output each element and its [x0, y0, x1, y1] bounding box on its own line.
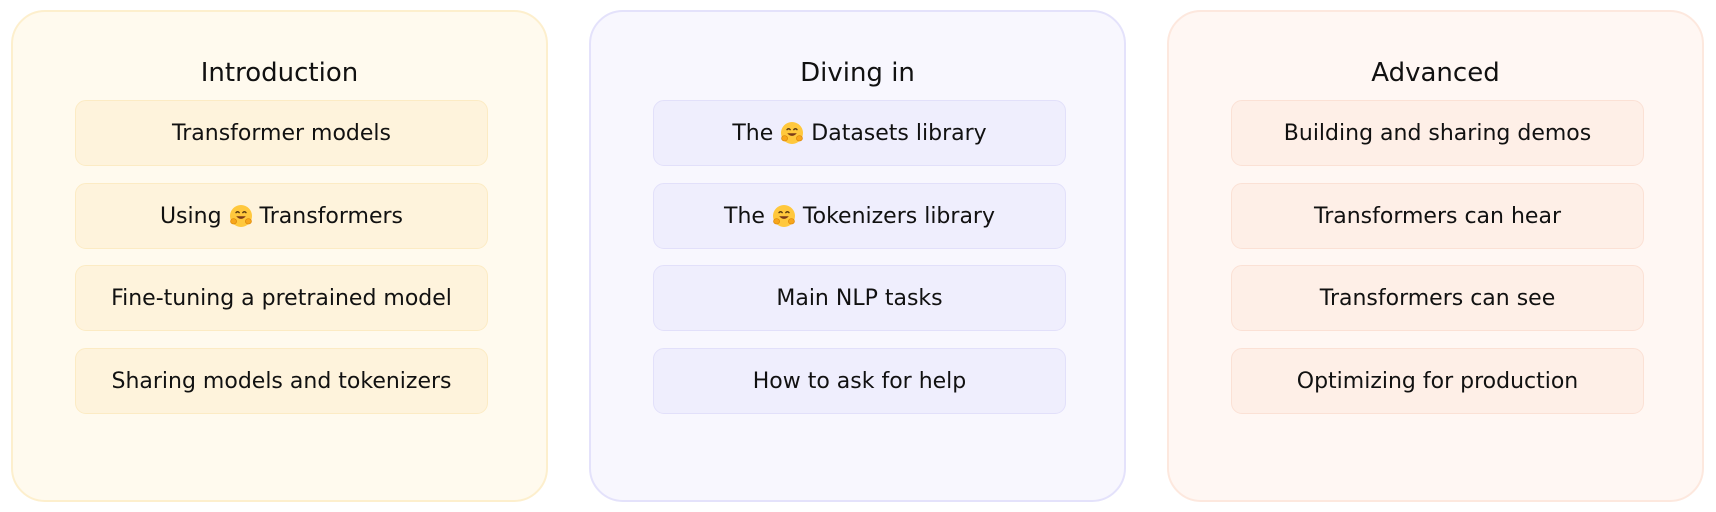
- chapter-transformers-hear[interactable]: Transformers can hear: [1231, 183, 1644, 249]
- chapter-datasets-library[interactable]: The Datasets library: [653, 100, 1066, 166]
- chapter-using-transformers[interactable]: Using Transformers: [75, 183, 488, 249]
- chapter-main-nlp-tasks[interactable]: Main NLP tasks: [653, 265, 1066, 331]
- chapter-label: Transformers can hear: [1314, 203, 1561, 229]
- chapter-label: How to ask for help: [752, 368, 967, 394]
- chapter-building-demos[interactable]: Building and sharing demos: [1231, 100, 1644, 166]
- chapter-sharing-models[interactable]: Sharing models and tokenizers: [75, 348, 488, 414]
- chapter-label-prefix: The: [732, 120, 774, 146]
- diving-in-title: Diving in: [800, 58, 915, 88]
- chapter-label-suffix: Datasets library: [811, 120, 987, 146]
- chapter-label-prefix: Using: [159, 203, 222, 229]
- hugging-face-emoji-icon: [780, 121, 804, 145]
- introduction-title: Introduction: [200, 58, 359, 88]
- advanced-panel: Advanced Building and sharing demos Tran…: [1167, 10, 1704, 502]
- chapter-label-suffix: Transformers: [259, 203, 404, 229]
- introduction-panel: Introduction Transformer models Using Tr…: [11, 10, 548, 502]
- chapter-transformer-models[interactable]: Transformer models: [75, 100, 488, 166]
- chapter-label: Sharing models and tokenizers: [111, 368, 452, 394]
- chapter-tokenizers-library[interactable]: The Tokenizers library: [653, 183, 1066, 249]
- hugging-face-emoji-icon: [772, 204, 796, 228]
- chapter-transformers-see[interactable]: Transformers can see: [1231, 265, 1644, 331]
- advanced-title: Advanced: [1371, 58, 1500, 88]
- chapter-label-prefix: The: [724, 203, 765, 229]
- chapter-label-suffix: Tokenizers library: [802, 203, 995, 229]
- chapter-optimizing-production[interactable]: Optimizing for production: [1231, 348, 1644, 414]
- chapter-label: Main NLP tasks: [776, 285, 943, 311]
- chapter-label: Building and sharing demos: [1283, 120, 1592, 146]
- hugging-face-emoji-icon: [229, 204, 253, 228]
- chapter-label: Fine-tuning a pretrained model: [111, 285, 452, 311]
- diving-in-panel: Diving in The Datasets library The Token…: [589, 10, 1126, 502]
- chapter-label: Transformers can see: [1319, 285, 1556, 311]
- chapter-label: Transformer models: [172, 120, 391, 146]
- chapter-fine-tuning[interactable]: Fine-tuning a pretrained model: [75, 265, 488, 331]
- chapter-label: Optimizing for production: [1296, 368, 1579, 394]
- chapter-ask-for-help[interactable]: How to ask for help: [653, 348, 1066, 414]
